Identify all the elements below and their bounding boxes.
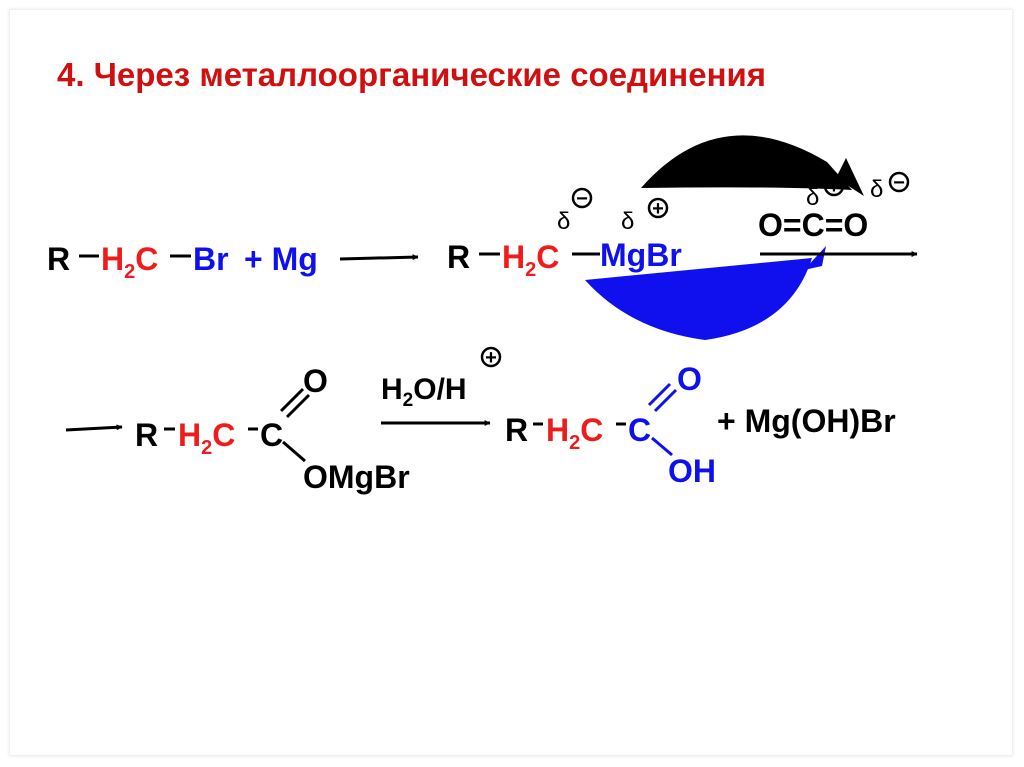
plus-charge-circle — [647, 197, 669, 219]
grignard-reagent: R H2C MgBr — [447, 237, 682, 281]
mgbr-group: MgBr — [600, 237, 682, 273]
minus-charge-circle — [571, 187, 593, 209]
byproduct: + Mg(OH)Br — [717, 403, 896, 439]
svg-text:H2O/H: H2O/H — [381, 373, 467, 411]
r-group: R — [447, 239, 470, 275]
plus-magnesium: + Mg — [244, 241, 318, 277]
co2-formula: O=C=O — [758, 207, 868, 243]
carboxylate-salt: R H2C C O OMgBr — [135, 363, 410, 495]
h2c-group: H2C — [101, 241, 158, 283]
carboxyl-carbon: C — [628, 412, 651, 448]
hydroxyl-group: OH — [668, 453, 716, 489]
omgbr-group: OMgBr — [303, 459, 410, 495]
carbonyl-oxygen: O — [303, 363, 328, 399]
double-bond — [647, 382, 672, 407]
delta-symbol: δ — [557, 208, 570, 235]
continuation-arrow — [65, 424, 123, 432]
hydrolysis-reagent: H2O/H + — [381, 346, 502, 411]
carboxylic-acid: R H2C C O OH + Mg(OH)Br — [505, 361, 896, 489]
r-group: R — [505, 412, 528, 448]
curved-arrow-blue-head — [804, 246, 826, 270]
r-group: R — [135, 417, 158, 453]
double-bond — [285, 393, 311, 419]
reaction-arrow-1 — [339, 254, 419, 261]
grignard-charges: δ − δ + — [557, 187, 669, 235]
plus-sign: + — [828, 176, 840, 198]
delta-symbol: δ — [806, 184, 819, 211]
curved-arrow-blue — [585, 258, 812, 340]
curved-arrow-black — [641, 135, 852, 190]
page-title: 4. Через металлоорганические соединения — [57, 56, 766, 93]
plus-charge-circle — [480, 346, 502, 368]
plus-sign: + — [652, 198, 664, 220]
carbon-dioxide: O=C=O δ + δ − — [758, 171, 910, 243]
single-bond — [651, 436, 673, 457]
double-bond — [653, 388, 678, 413]
h2c-group: H2C — [178, 417, 235, 459]
delta-symbol: δ — [621, 208, 634, 235]
single-bond — [282, 440, 306, 463]
delta-symbol: δ — [870, 176, 883, 203]
bromine: Br — [193, 241, 229, 277]
minus-charge-circle — [888, 171, 910, 193]
plus-sign: + — [485, 347, 497, 369]
r-group: R — [47, 241, 70, 277]
minus-sign: − — [893, 172, 905, 194]
h2c-group: H2C — [546, 412, 603, 454]
reactant-alkyl-bromide: R H2C Br + Mg — [47, 241, 318, 283]
curved-arrow-black-head — [836, 158, 864, 196]
h2c-group: H2C — [502, 239, 559, 281]
double-bond — [279, 387, 305, 413]
plus-charge-circle — [823, 175, 845, 197]
carboxyl-carbon: C — [260, 417, 283, 453]
slide — [10, 10, 1012, 755]
minus-sign: − — [576, 188, 588, 210]
carbonyl-oxygen: O — [677, 361, 702, 397]
